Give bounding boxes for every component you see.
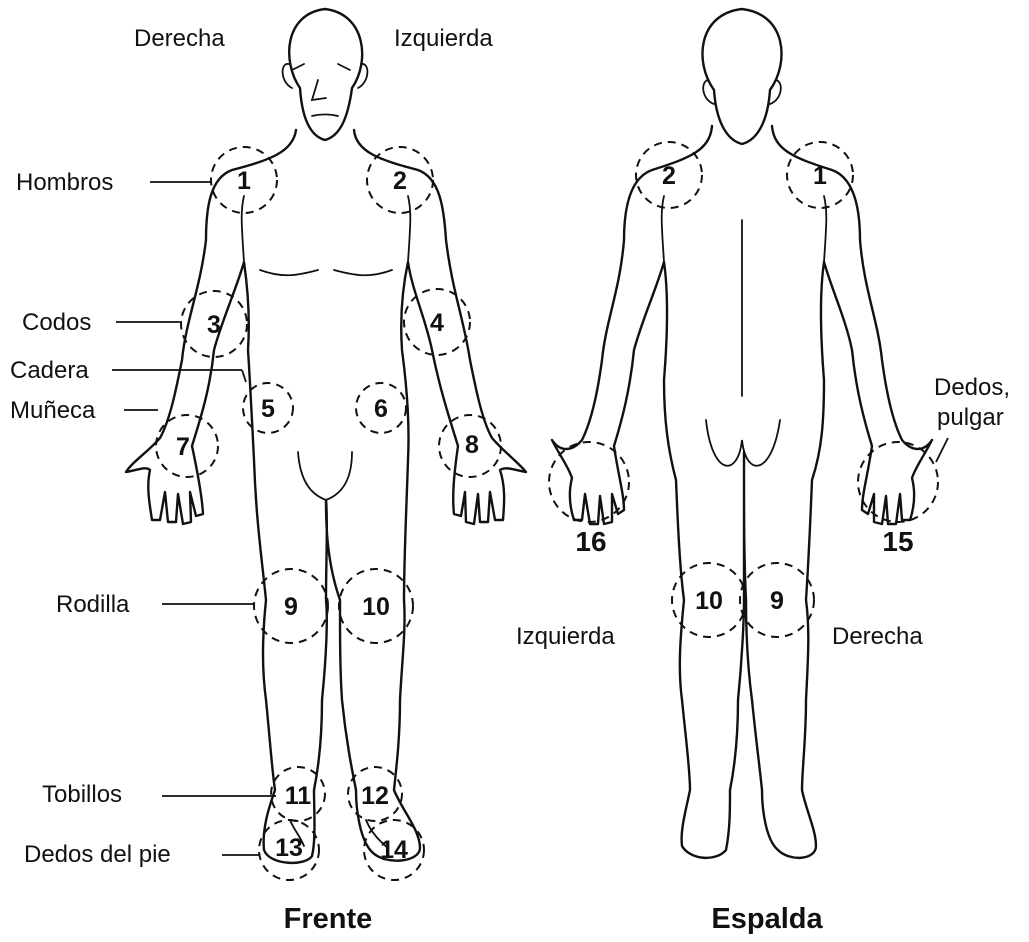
front-crotch bbox=[298, 452, 352, 500]
front-head bbox=[289, 9, 362, 140]
label-rodilla: Rodilla bbox=[56, 591, 130, 618]
marker-14-front: 14 bbox=[380, 836, 408, 864]
label-tobillos: Tobillos bbox=[42, 781, 122, 808]
marker-12-front: 12 bbox=[361, 782, 389, 810]
label-cadera: Cadera bbox=[10, 357, 89, 384]
label-dedos-del-pie: Dedos del pie bbox=[24, 841, 171, 868]
front-body-outline bbox=[126, 130, 526, 863]
label-derecha-back: Derecha bbox=[832, 623, 923, 650]
marker-3-front: 3 bbox=[207, 311, 221, 339]
front-nose bbox=[312, 80, 326, 100]
marker-7-front: 7 bbox=[176, 433, 190, 461]
back-head bbox=[702, 9, 781, 144]
label-derecha-front: Derecha bbox=[134, 25, 225, 52]
label-dedos: Dedos, bbox=[934, 374, 1010, 401]
marker-15-back: 15 bbox=[882, 526, 913, 557]
marker-2-front: 2 bbox=[393, 167, 407, 195]
caption-frente: Frente bbox=[284, 903, 373, 935]
front-eyebrows bbox=[292, 64, 350, 70]
label-hombros: Hombros bbox=[16, 169, 113, 196]
marker-10-front: 10 bbox=[362, 593, 390, 621]
marker-1-front: 1 bbox=[237, 167, 251, 195]
marker-16-back: 16 bbox=[575, 526, 606, 557]
marker-1-back: 1 bbox=[813, 162, 827, 190]
marker-4-front: 4 bbox=[430, 309, 444, 337]
marker-9-back: 9 bbox=[770, 587, 784, 615]
label-muneca: Muñeca bbox=[10, 397, 96, 424]
marker-9-front: 9 bbox=[284, 593, 298, 621]
marker-6-front: 6 bbox=[374, 395, 388, 423]
marker-10-back: 10 bbox=[695, 587, 723, 615]
marker-2-back: 2 bbox=[662, 162, 676, 190]
marker-5-front: 5 bbox=[261, 395, 275, 423]
label-pulgar: pulgar bbox=[937, 404, 1004, 431]
label-izquierda-back: Izquierda bbox=[516, 623, 615, 650]
label-izquierda-front: Izquierda bbox=[394, 25, 493, 52]
front-chest-line bbox=[260, 270, 392, 275]
front-mouth bbox=[312, 115, 338, 117]
back-figure bbox=[552, 9, 932, 858]
marker-11-front: 11 bbox=[285, 782, 312, 810]
label-codos: Codos bbox=[22, 309, 91, 336]
labels: Derecha Izquierda Hombros Codos Cadera M… bbox=[10, 25, 1010, 935]
caption-espalda: Espalda bbox=[711, 903, 823, 935]
marker-13-front: 13 bbox=[275, 834, 303, 862]
marker-8-front: 8 bbox=[465, 431, 479, 459]
